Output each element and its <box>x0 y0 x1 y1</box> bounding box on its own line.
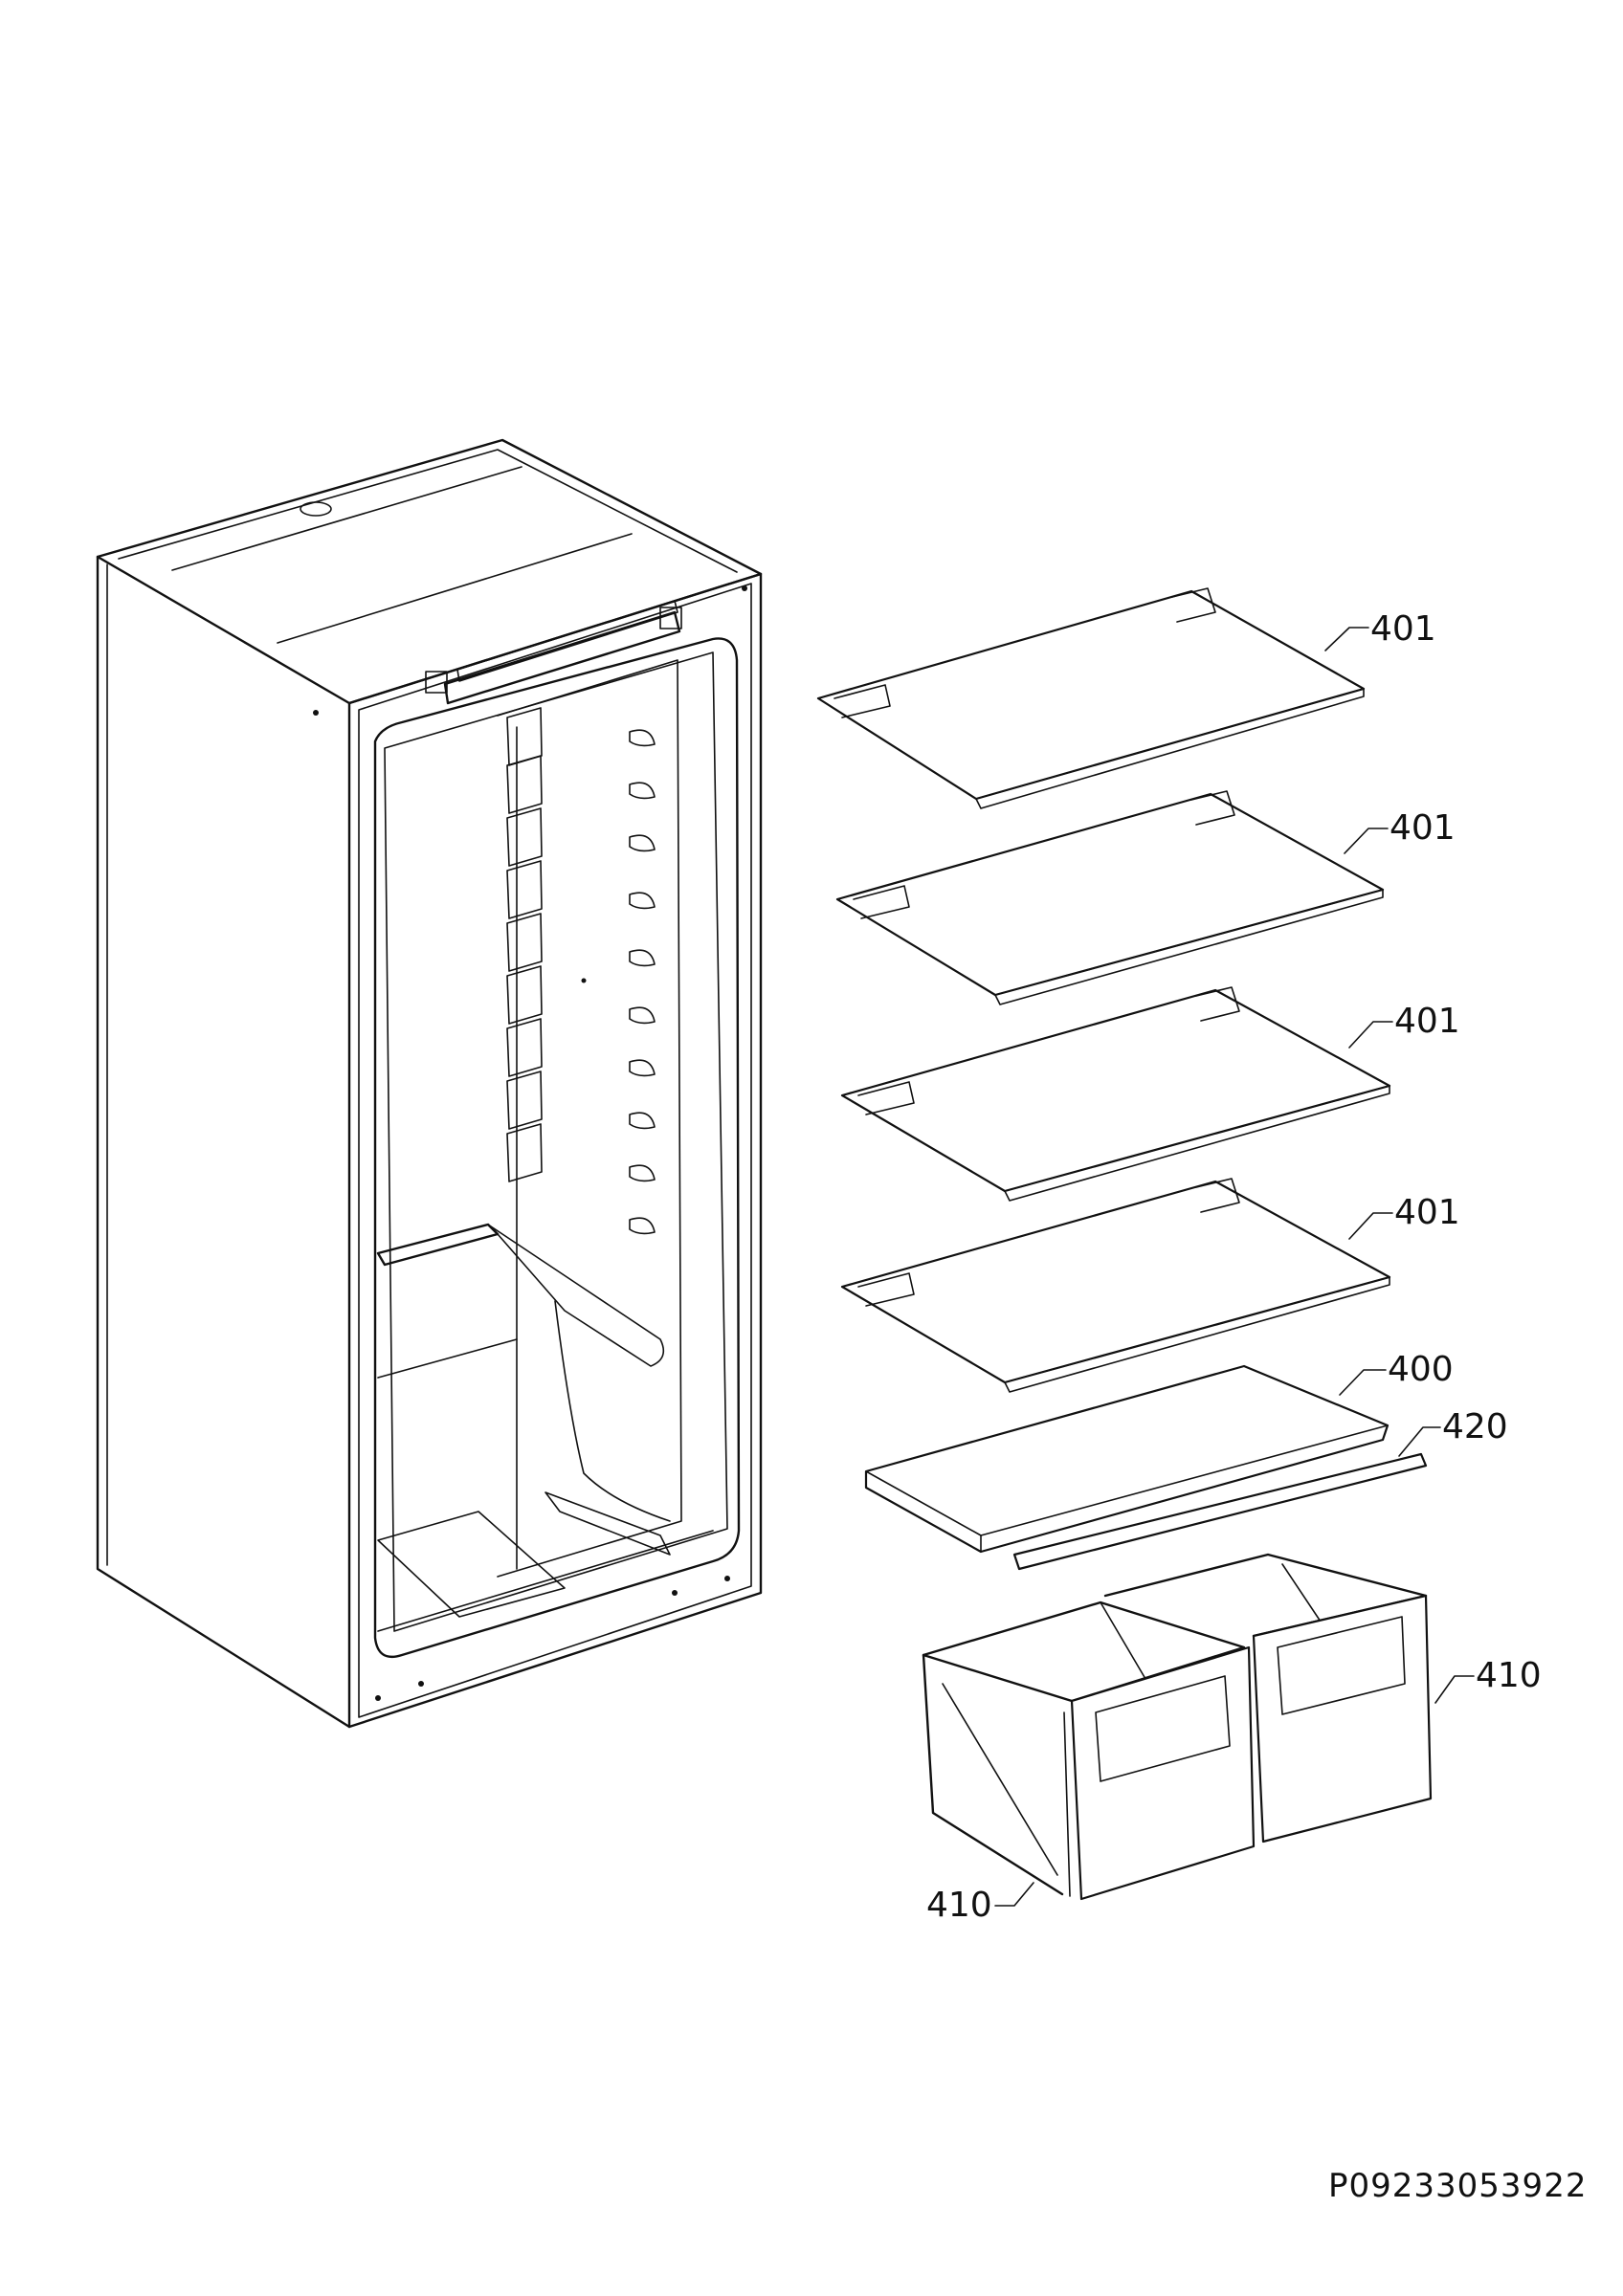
glass-shelf-2 <box>835 790 1385 1005</box>
callout-410-drawer-right: 410 <box>1476 1656 1542 1695</box>
refrigerator-cabinet <box>96 438 763 1729</box>
glass-shelf-3 <box>840 986 1391 1202</box>
shelf-trim-strip <box>1012 1452 1428 1571</box>
callout-410-drawer-left: 410 <box>926 1886 992 1925</box>
callout-420-trim: 420 <box>1442 1407 1508 1446</box>
callout-401-shelf-2: 401 <box>1390 808 1456 848</box>
glass-shelf-4 <box>840 1178 1391 1393</box>
crisper-cover-shelf <box>864 1364 1390 1554</box>
callout-401-shelf-4: 401 <box>1394 1193 1460 1232</box>
leader-lines <box>994 627 1475 1907</box>
crisper-drawer-left <box>922 1601 1256 1901</box>
callout-401-shelf-1: 401 <box>1370 609 1436 649</box>
callout-400-cover: 400 <box>1388 1350 1454 1389</box>
callout-401-shelf-3: 401 <box>1394 1002 1460 1041</box>
glass-shelf-1 <box>816 587 1366 809</box>
document-id: P09233053922 <box>1328 2167 1588 2205</box>
